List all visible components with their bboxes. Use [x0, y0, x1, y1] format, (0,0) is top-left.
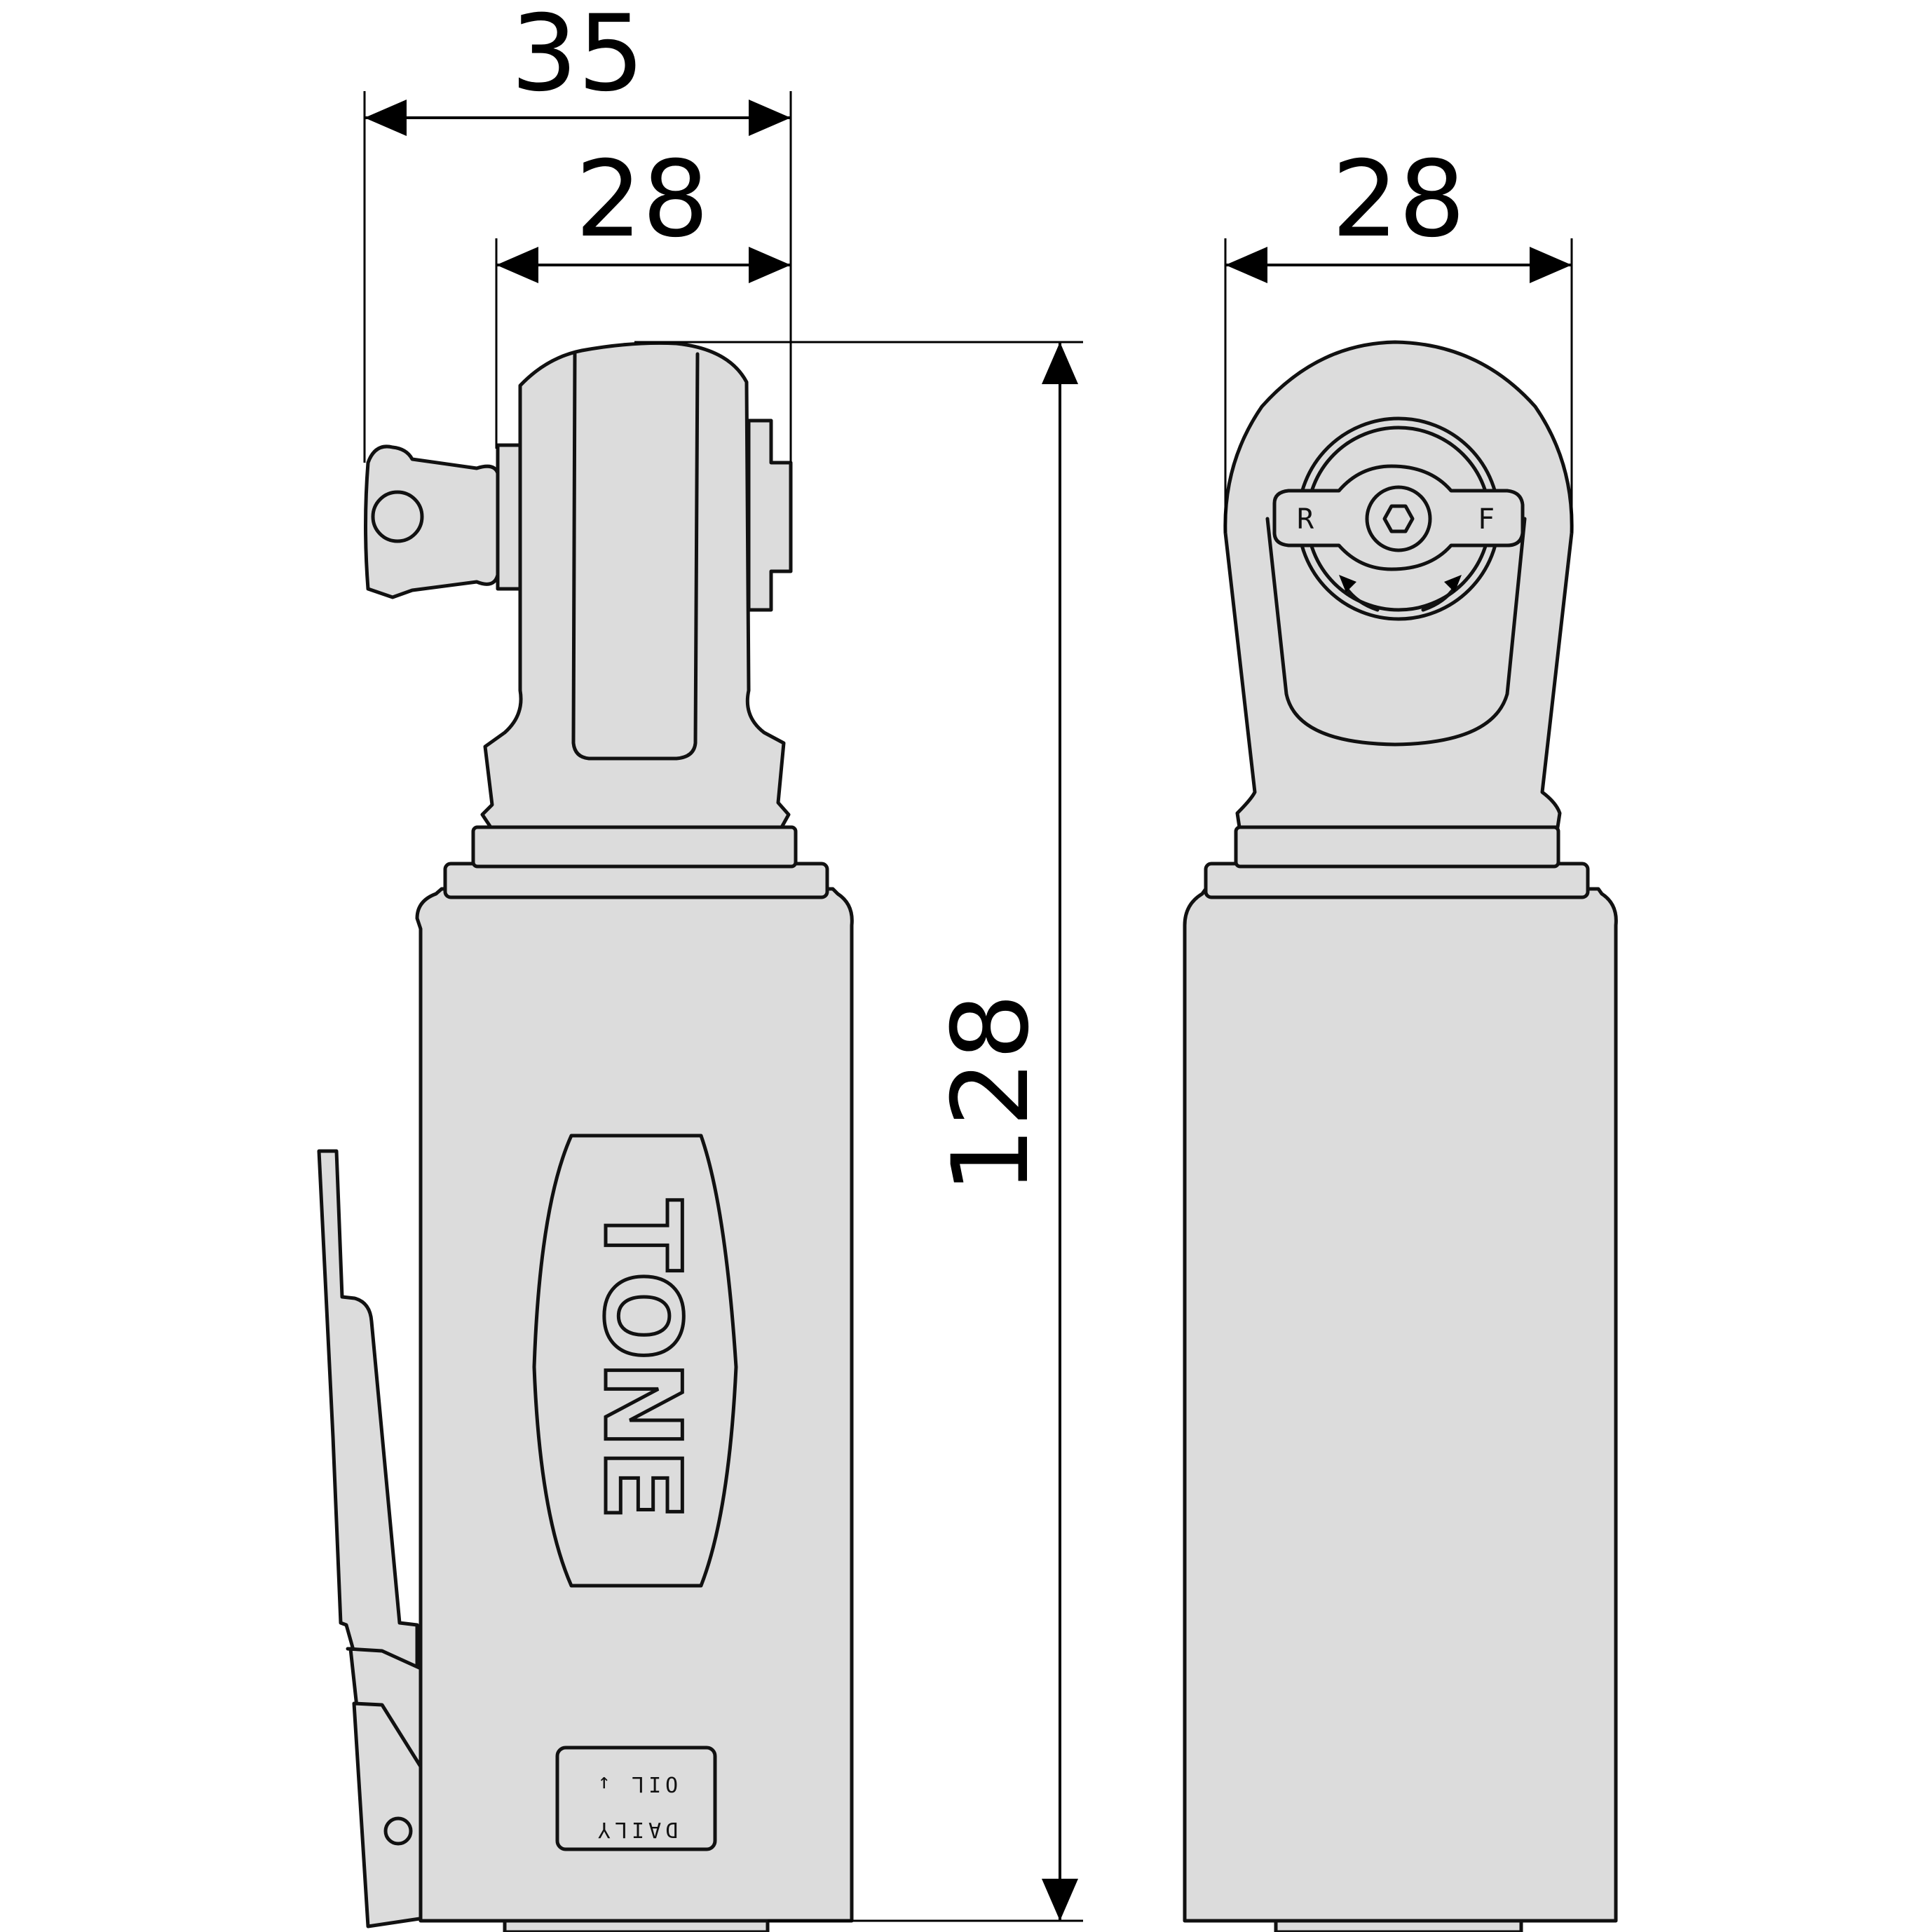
oil-label-line-2: DAILY: [594, 1817, 678, 1842]
dimension-head-width-side: 28: [576, 139, 709, 261]
side-view: TONE OIL ↓ DAILY: [317, 341, 854, 1932]
square-drive: [364, 443, 522, 599]
motor-body-front: [1183, 887, 1618, 1923]
collar-ring-lower: [443, 862, 829, 899]
collar-ring-upper-front: [1234, 825, 1560, 869]
direction-reverse-label: R: [1297, 503, 1314, 536]
direction-knob-side: [747, 419, 793, 612]
lever-pivot-circle: [383, 1816, 413, 1846]
brand-badge-outline: [532, 1134, 738, 1588]
dimension-overall-width: 35: [511, 0, 645, 115]
brand-logo: TONE: [580, 1199, 702, 1521]
collar-ring-lower-front: [1204, 862, 1590, 899]
air-inlet-side: [503, 1919, 770, 1932]
ratchet-head-side: [480, 341, 791, 829]
oil-label-plate: OIL ↓ DAILY: [555, 1746, 717, 1851]
collar-ring-upper: [471, 825, 798, 869]
brand-badge: TONE: [532, 1134, 738, 1588]
oil-label-line-1: OIL ↓: [594, 1771, 678, 1796]
air-inlet-front: [1274, 1919, 1523, 1932]
dimension-overall-length: 128: [930, 993, 1052, 1194]
direction-forward-label: F: [1478, 503, 1495, 536]
dimension-lines: 35 28 28 128: [363, 0, 1573, 1922]
hex-bolt-icon: [1382, 504, 1415, 533]
dimension-head-width-front: 28: [1332, 139, 1466, 261]
throttle-lever: [317, 1149, 433, 1928]
front-view: R F: [1183, 340, 1618, 1932]
drive-detent-ball: [371, 490, 424, 543]
